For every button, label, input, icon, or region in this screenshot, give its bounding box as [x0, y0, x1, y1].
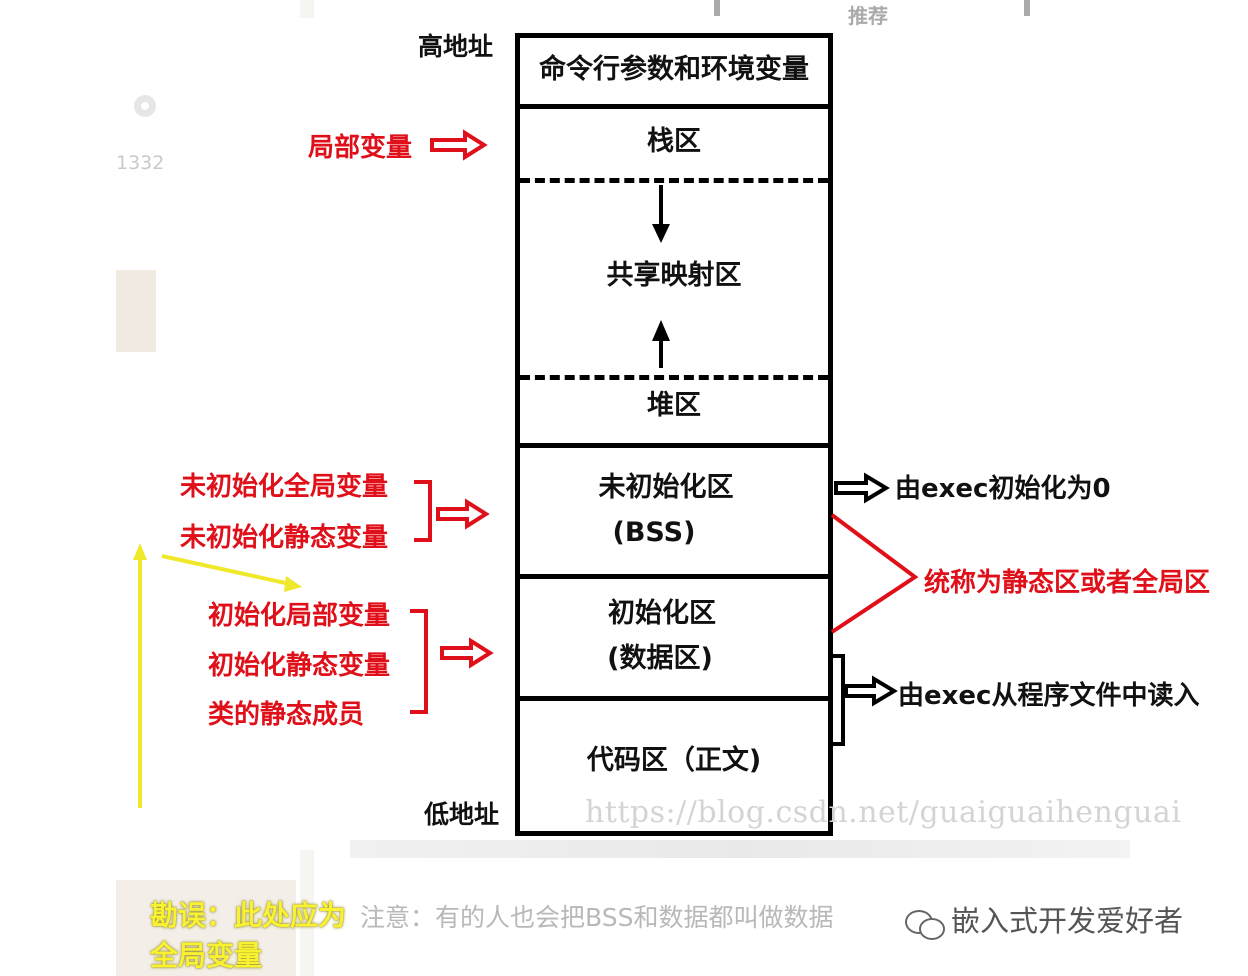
label-exec-read-program: 由exec从程序文件中读入	[898, 681, 1200, 711]
bg-strip-left-deco	[116, 270, 156, 352]
bg-strip-top	[300, 0, 314, 18]
label-uninit-static: 未初始化静态变量	[180, 523, 389, 553]
segment-mmap: 共享映射区	[606, 260, 742, 291]
bracket-static-global	[830, 513, 919, 634]
divider-args-stack	[515, 104, 833, 109]
segment-heap: 堆区	[647, 390, 701, 421]
bg-strip-bottom-left	[116, 880, 296, 976]
background-bar-1	[714, 0, 720, 16]
yellow-arrow-up-icon	[133, 543, 147, 560]
background-fragment-text: 推荐	[848, 4, 888, 28]
divider-data-text	[515, 696, 833, 701]
bg-strip-bottom-mid	[300, 850, 314, 976]
segment-args-env: 命令行参数和环境变量	[539, 54, 809, 85]
bracket-init-group	[410, 609, 428, 714]
memory-layout-box	[515, 33, 833, 836]
segment-bss-title: 未初始化区	[598, 472, 734, 503]
dashed-divider-heap	[520, 375, 828, 380]
bracket-uninit-group	[414, 480, 432, 542]
eye-icon	[134, 95, 156, 117]
erratum-line-2: 全局变量	[150, 939, 263, 972]
wechat-account-name: 嵌入式开发爱好者	[951, 904, 1184, 938]
label-init-static: 初始化静态变量	[208, 651, 391, 681]
segment-text: 代码区（正文)	[586, 745, 762, 776]
divider-bss-data	[515, 574, 833, 579]
yellow-arrow-diagonal-shaft	[161, 554, 291, 586]
arrow-stack-down-icon	[652, 224, 670, 243]
arrow-uninit-group-icon	[436, 498, 490, 530]
divider-heap-bss	[515, 443, 833, 448]
segment-stack: 栈区	[647, 126, 701, 157]
note-text: 注意：有的人也会把BSS和数据都叫做数据	[360, 903, 834, 932]
yellow-arrow-diagonal-icon	[284, 576, 302, 592]
arrow-local-variable-icon	[430, 129, 488, 161]
dashed-divider-stack	[520, 178, 828, 183]
label-class-static: 类的静态成员	[208, 700, 365, 730]
blurred-text-strip	[350, 840, 1130, 858]
view-count: 1332	[116, 152, 165, 174]
arrow-exec-read-icon	[844, 675, 898, 707]
wechat-icon	[905, 908, 945, 940]
bracket-exec-read	[830, 654, 845, 746]
label-bss-exec-init: 由exec初始化为0	[895, 474, 1111, 504]
segment-data-subtitle: (数据区)	[607, 643, 713, 674]
background-bar-2	[1024, 0, 1030, 16]
wechat-account: 嵌入式开发爱好者	[905, 898, 1183, 940]
arrow-bss-exec-icon	[834, 472, 890, 504]
label-static-global-area: 统称为静态区或者全局区	[924, 568, 1211, 598]
low-address-label: 低地址	[424, 800, 500, 829]
segment-data-title: 初始化区	[608, 598, 716, 629]
high-address-label: 高地址	[418, 32, 494, 61]
segment-bss-subtitle: (BSS)	[612, 517, 696, 548]
erratum-line-1: 勘误：此处应为	[150, 899, 347, 932]
label-local-variable: 局部变量	[308, 133, 413, 163]
label-uninit-global: 未初始化全局变量	[180, 472, 389, 502]
label-init-local: 初始化局部变量	[208, 601, 391, 631]
arrow-heap-up-icon	[652, 320, 670, 341]
blog-watermark: https://blog.csdn.net/guaiguaihenguai	[585, 795, 1182, 830]
arrow-init-group-icon	[440, 637, 494, 669]
